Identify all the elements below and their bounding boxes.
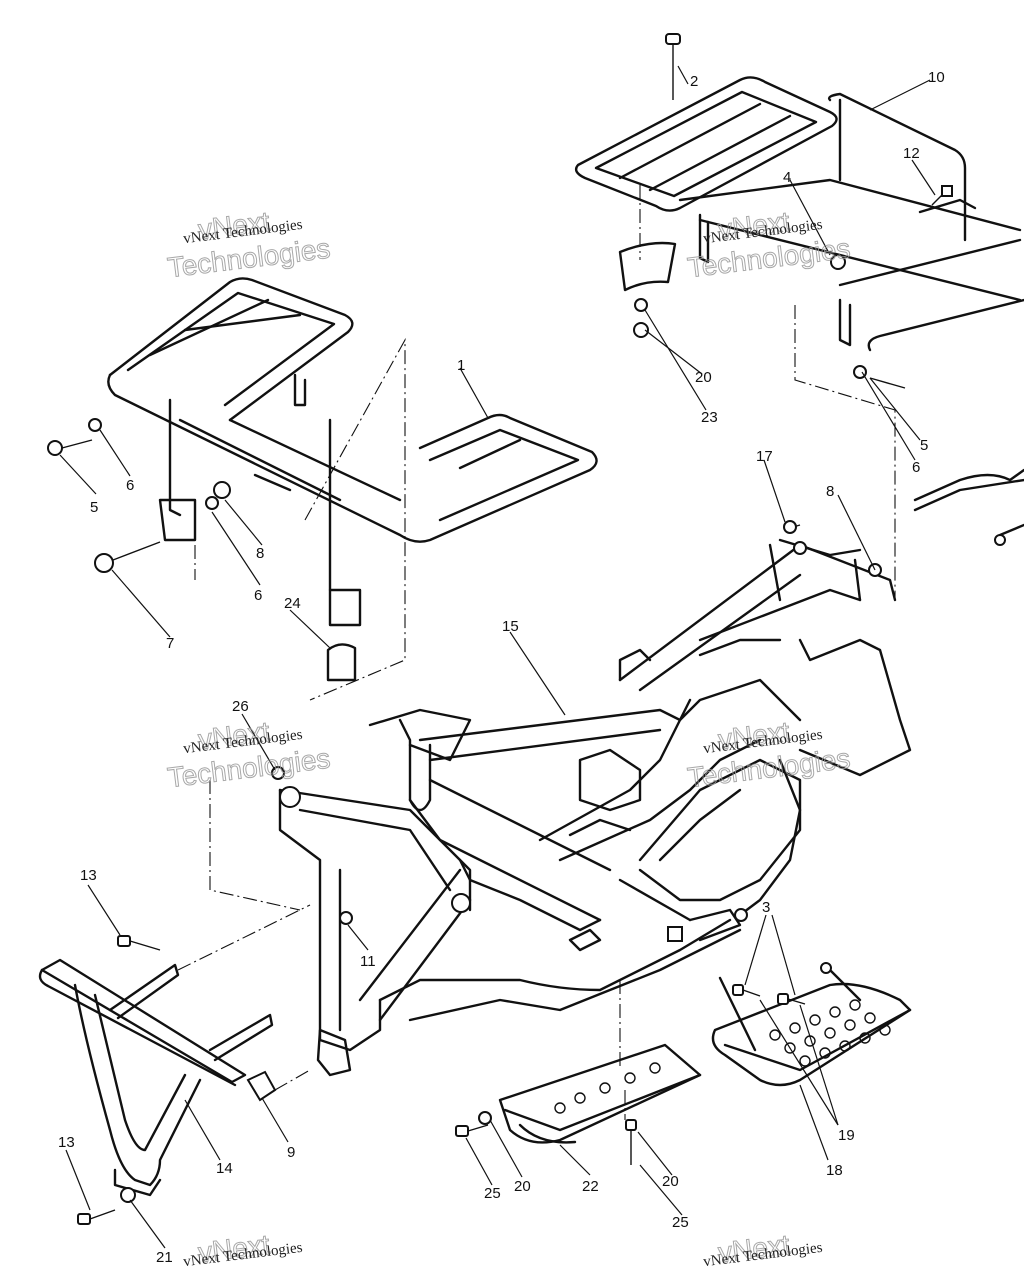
callout-23: 23 [701, 409, 718, 426]
callout-3: 3 [762, 899, 770, 916]
callout-15: 15 [502, 618, 519, 635]
callout-20: 20 [514, 1178, 531, 1195]
callout-8: 8 [826, 483, 834, 500]
callout-13: 13 [80, 867, 97, 884]
callout-22: 22 [582, 1178, 599, 1195]
left-footrest [498, 1043, 702, 1144]
callout-11: 11 [360, 953, 376, 970]
callout-18: 18 [826, 1162, 843, 1179]
callout-5: 5 [90, 499, 98, 516]
callout-labels: 2 10 12 4 20 23 5 6 17 8 1 5 6 8 6 24 7 … [58, 69, 945, 1266]
callout-10: 10 [928, 69, 945, 86]
watermark-middle-right: vNext vNext Technologies Technologies [685, 715, 852, 794]
callout-14: 14 [216, 1160, 233, 1177]
callout-6: 6 [254, 587, 262, 604]
callout-19: 19 [838, 1127, 855, 1144]
callout-17: 17 [756, 448, 773, 465]
callout-25: 25 [484, 1185, 501, 1202]
watermark-top-right: vNext vNext Technologies Technologies [685, 205, 852, 284]
watermark-bottom-right: vNext vNext Technologies [702, 1228, 823, 1270]
callout-2: 2 [690, 73, 698, 90]
callout-7: 7 [166, 635, 174, 652]
callout-4: 4 [783, 169, 791, 186]
callout-20: 20 [662, 1173, 679, 1190]
callout-25: 25 [672, 1214, 689, 1231]
callout-26: 26 [232, 698, 249, 715]
rear-bolt-2 [665, 33, 681, 100]
leader-lines [59, 65, 936, 1249]
callout-9: 9 [287, 1144, 295, 1161]
main-frame [278, 538, 912, 1077]
callout-13: 13 [58, 1134, 75, 1151]
left-footrest-holes [554, 1062, 661, 1114]
callout-20: 20 [695, 369, 712, 386]
watermark-bottom-left: vNext vNext Technologies [182, 1228, 303, 1270]
watermark-middle-left: vNext vNext Technologies Technologies [165, 715, 332, 794]
callout-21: 21 [156, 1249, 173, 1266]
callout-5: 5 [920, 437, 928, 454]
watermark-top-left: vNext vNext Technologies Technologies [165, 205, 332, 284]
front-bumper [38, 958, 274, 1197]
rear-rack [574, 76, 1024, 352]
callout-6: 6 [126, 477, 134, 494]
front-rack [107, 277, 598, 627]
callout-6: 6 [912, 459, 920, 476]
callout-8: 8 [256, 545, 264, 562]
callout-1: 1 [457, 357, 465, 374]
right-footrest [711, 966, 912, 1087]
callout-12: 12 [903, 145, 920, 162]
callout-24: 24 [284, 595, 301, 612]
